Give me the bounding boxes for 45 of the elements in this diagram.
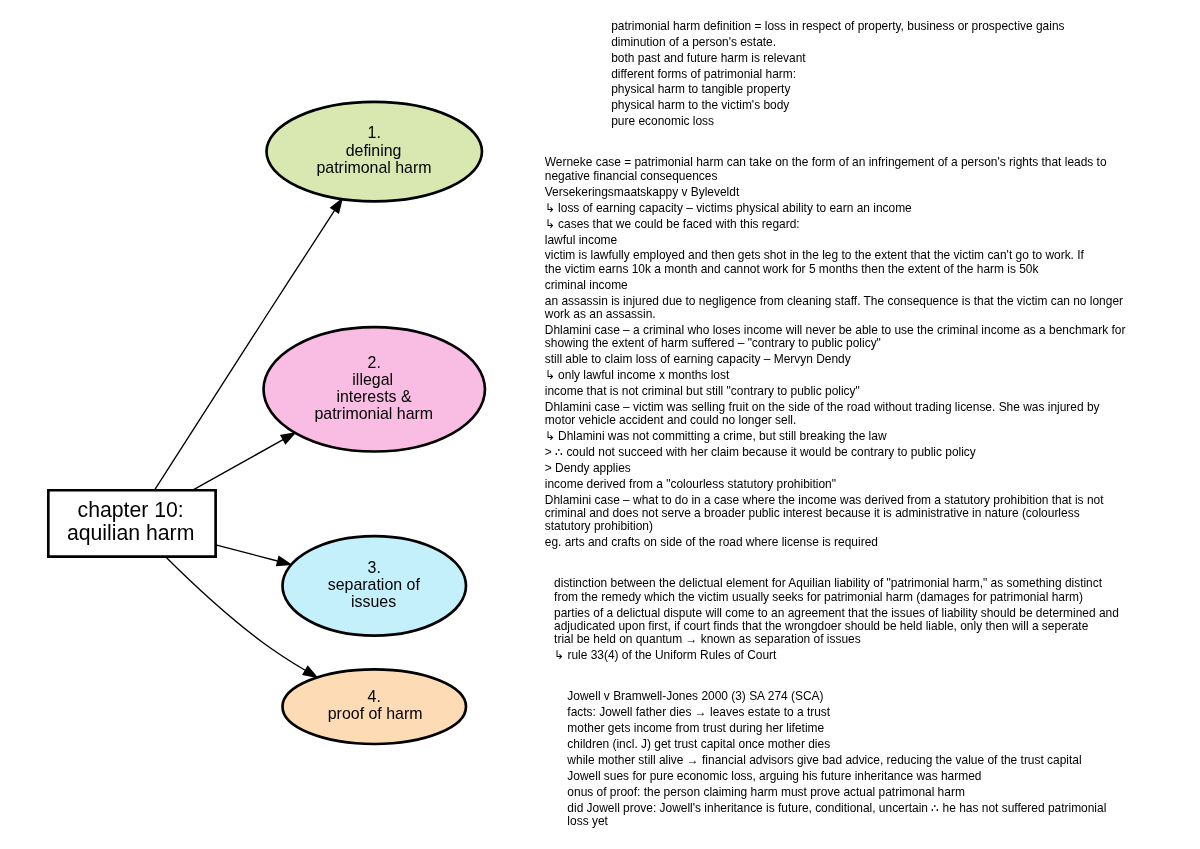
arrow <box>215 544 293 567</box>
arrow <box>154 197 344 491</box>
node-label: parties of a delictual dispute will come to an agreement that the issues of liability should be determined and adjudicated upon first, if court finds that the wrongdoer should be held liable, only then will a seperate trial be held on quantum → known as separation of issues <box>554 605 1119 647</box>
node-label: diminution of a person's estate. <box>611 34 777 49</box>
node-label: physical harm to the victim's body <box>611 98 790 113</box>
node-label: facts: Jowell father dies → leaves estate to a trust <box>567 705 831 720</box>
node-label: Dhlamini case – what to do in a case where the income was derived from a statutory prohibition that is not criminal and does not serve a broader public interest because it is administrative in nature (colourless statutory prohibition) <box>544 492 1104 534</box>
node-label: income derived from a "colourless statutory prohibition" <box>544 476 836 491</box>
node-label: ↳ only lawful income x months lost <box>544 367 730 382</box>
node-label: criminal income <box>544 277 628 292</box>
node-label: > Dendy applies <box>544 460 631 475</box>
node-label: mother gets income from trust during her lifetime <box>567 721 825 736</box>
node-label: Dhlamini case – a criminal who loses income will never be able to use the criminal income as a benchmark for showing the extent of harm suffered – "contrary to public policy" <box>544 322 1126 351</box>
node-label: ↳ loss of earning capacity – victims physical ability to earn an income <box>544 200 912 215</box>
node-label: children (incl. J) get trust capital once mother dies <box>567 737 831 752</box>
node-label: Versekeringsmaatskappy v Byleveldt <box>544 184 740 199</box>
node-label: patrimonial harm definition = loss in respect of property, business or prospective gains <box>611 18 1065 33</box>
node-label: Werneke case = patrimonial harm can take on the form of an infringement of a person's rights that leads to negative financial consequences <box>544 155 1107 183</box>
node-label: onus of proof: the person claiming harm must prove actual patrimonal harm <box>567 784 965 799</box>
node-ellipse: 3. separation of issues <box>281 534 468 637</box>
node-label: ↳ Dhlamini was not committing a crime, but still breaking the law <box>544 429 887 444</box>
node-label: ↳ rule 33(4) of the Uniform Rules of Court <box>554 648 777 663</box>
arrow <box>165 556 319 679</box>
arrow <box>192 432 297 491</box>
node-label: did Jowell prove: Jowell's inheritance is future, conditional, uncertain ∴ he has not suffered patrimonial loss yet <box>567 800 1107 829</box>
node-label: ↳ cases that we could be faced with this regard: <box>544 216 800 231</box>
node-box: chapter 10: aquilian harm <box>47 488 217 558</box>
node-label: an assassin is injured due to negligence from cleaning staff. The consequence is that the victim can no longer work as an assassin. <box>544 293 1124 321</box>
node-ellipse: 4. proof of harm <box>281 668 468 746</box>
node-ellipse: 1. defining patrimonal harm <box>265 100 484 203</box>
node-label: still able to claim loss of earning capacity – Mervyn Dendy <box>544 352 851 367</box>
node-label: pure economic loss <box>611 114 715 129</box>
node-label: income that is not criminal but still "contrary to public policy" <box>544 383 860 398</box>
node-label: Jowell v Bramwell-Jones 2000 (3) SA 274 (SCA) <box>567 689 824 704</box>
node-label: both past and future harm is relevant <box>611 50 806 65</box>
node-label: distinction between the delictual element for Aquilian liability of "patrimonial harm," as something distinct from the remedy which the victim usually seeks for patrimonial harm (damages for patrimonial harm) <box>554 576 1103 604</box>
node-label: > ∴ could not succeed with her claim because it would be contrary to public policy <box>544 444 976 459</box>
node-label: eg. arts and crafts on side of the road where license is required <box>544 535 878 550</box>
node-label: physical harm to tangible property <box>611 82 791 97</box>
node-label: different forms of patrimonial harm: <box>611 66 797 81</box>
node-ellipse: 2. illegal interests & patrimonial harm <box>262 325 487 453</box>
node-label: Dhlamini case – victim was selling fruit on the side of the road without trading license. She was injured by motor vehicle accident and could no longer sell. <box>544 399 1100 428</box>
node-label: Jowell sues for pure economic loss, arguing his future inheritance was harmed <box>567 769 982 783</box>
node-label: while mother still alive → financial advisors give bad advice, reducing the value of the trust capital <box>567 753 1082 768</box>
node-label: lawful income <box>544 232 618 247</box>
